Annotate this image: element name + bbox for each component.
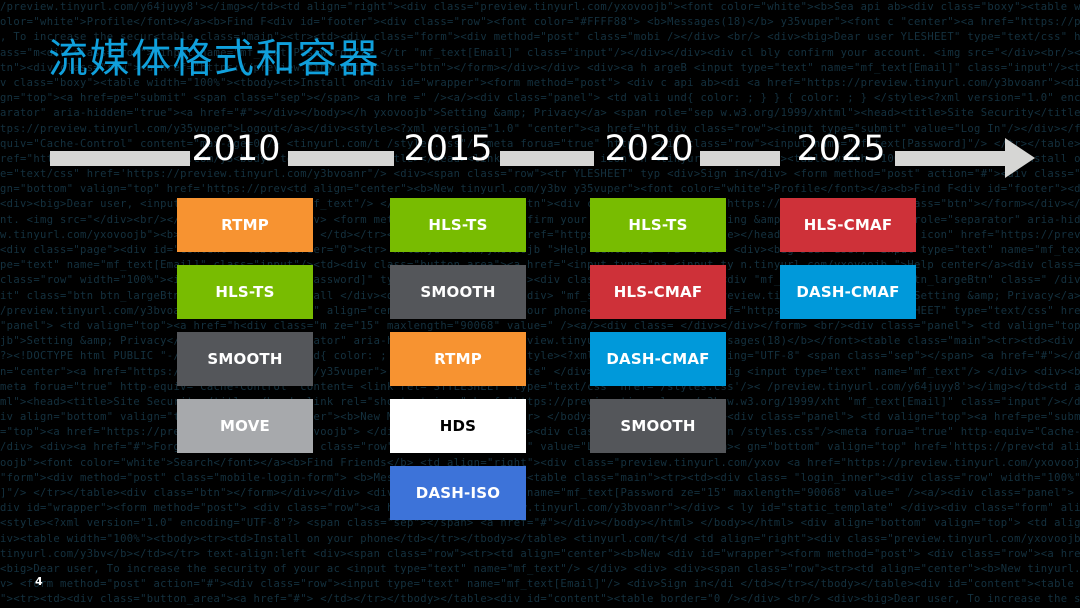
format-box-dash-cmaf: DASH-CMAF	[780, 265, 916, 319]
timeline-year-2015: 2015	[403, 129, 493, 169]
format-box-smooth: SMOOTH	[177, 332, 313, 386]
timeline: 2010 2015 2020 2025	[0, 129, 1080, 182]
format-box-hls-ts: HLS-TS	[177, 265, 313, 319]
format-box-rtmp: RTMP	[390, 332, 526, 386]
timeline-segment-3	[500, 151, 594, 166]
page-number: 4	[35, 575, 43, 588]
timeline-segment-1	[50, 151, 190, 166]
format-box-dash-iso: DASH-ISO	[390, 466, 526, 520]
format-box-hls-cmaf: HLS-CMAF	[590, 265, 726, 319]
format-column-2020: HLS-TS HLS-CMAF DASH-CMAF SMOOTH	[590, 198, 726, 466]
timeline-year-2010: 2010	[191, 129, 281, 169]
timeline-arrow-icon	[1005, 138, 1035, 178]
timeline-segment-4	[700, 151, 780, 166]
page-title: 流媒体格式和容器	[48, 36, 380, 82]
format-box-hls-cmaf: HLS-CMAF	[780, 198, 916, 252]
format-box-hls-ts: HLS-TS	[390, 198, 526, 252]
timeline-arrow-shaft	[895, 151, 1007, 166]
format-box-smooth: SMOOTH	[390, 265, 526, 319]
timeline-year-2020: 2020	[604, 129, 694, 169]
format-box-smooth: SMOOTH	[590, 399, 726, 453]
format-box-move: MOVE	[177, 399, 313, 453]
format-box-dash-cmaf: DASH-CMAF	[590, 332, 726, 386]
format-box-rtmp: RTMP	[177, 198, 313, 252]
timeline-year-2025: 2025	[796, 129, 886, 169]
format-box-hls-ts: HLS-TS	[590, 198, 726, 252]
format-column-2025: HLS-CMAF DASH-CMAF	[780, 198, 916, 332]
format-column-2015: HLS-TS SMOOTH RTMP HDS DASH-ISO	[390, 198, 526, 533]
format-box-hds: HDS	[390, 399, 526, 453]
format-column-2010: RTMP HLS-TS SMOOTH MOVE	[177, 198, 313, 466]
timeline-segment-2	[288, 151, 394, 166]
